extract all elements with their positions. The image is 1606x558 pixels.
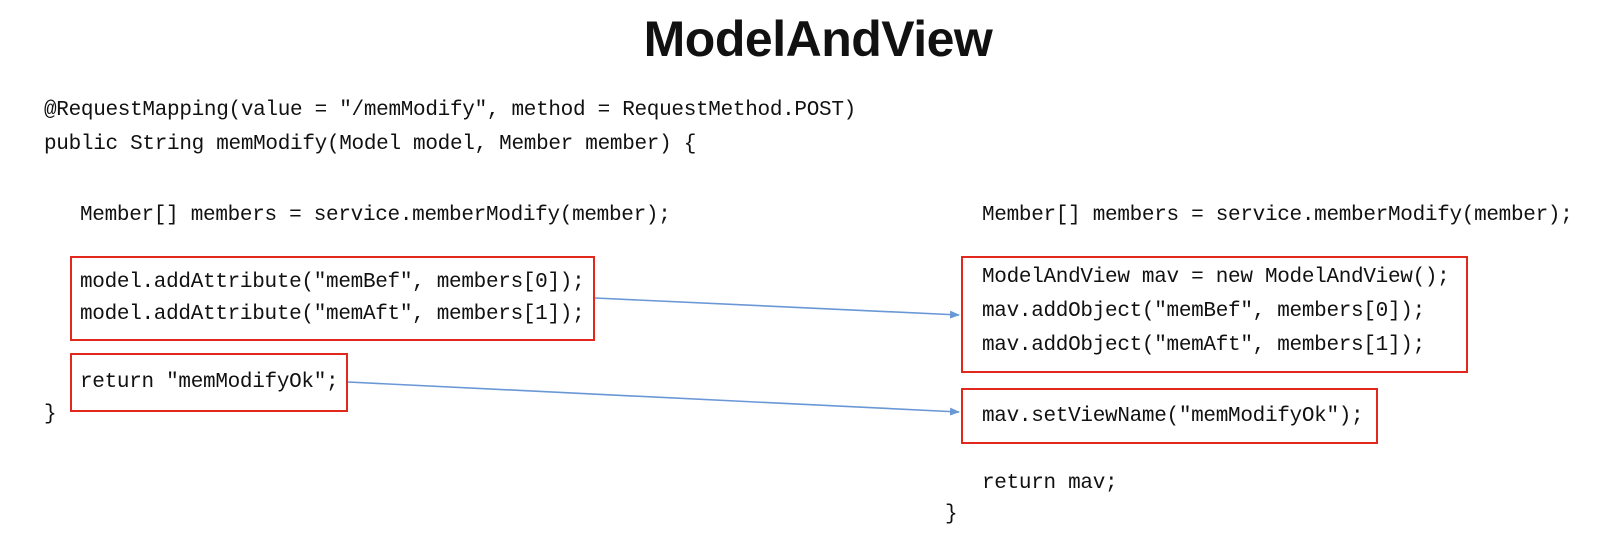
mav-add-object-aft: mav.addObject("memAft", members[1]); [982, 334, 1425, 357]
new-model-and-view: ModelAndView mav = new ModelAndView(); [982, 266, 1450, 289]
mav-set-view-name: mav.setViewName("memModifyOk"); [982, 405, 1364, 428]
right-model-and-view-box [961, 256, 1468, 373]
mav-add-object-bef: mav.addObject("memBef", members[0]); [982, 300, 1425, 323]
method-signature: public String memModify(Model model, Mem… [44, 133, 697, 156]
slide-title: ModelAndView [643, 11, 993, 67]
right-closing-brace: } [945, 503, 958, 526]
right-set-view-name-box [961, 388, 1378, 444]
left-members-line: Member[] members = service.memberModify(… [80, 204, 671, 227]
left-return-line: return "memModifyOk"; [80, 371, 339, 394]
model-add-attribute-bef: model.addAttribute("memBef", members[0])… [80, 271, 585, 294]
arrow-return-to-set-view-name [347, 381, 960, 416]
arrow-attributes-to-add-object [594, 297, 960, 319]
left-closing-brace: } [44, 403, 57, 426]
right-return-line: return mav; [982, 472, 1118, 495]
model-add-attribute-aft: model.addAttribute("memAft", members[1])… [80, 303, 585, 326]
left-model-attributes-box [70, 256, 595, 341]
request-mapping-annotation: @RequestMapping(value = "/memModify", me… [44, 99, 856, 122]
left-return-box [70, 353, 348, 412]
right-members-line: Member[] members = service.memberModify(… [982, 204, 1573, 227]
